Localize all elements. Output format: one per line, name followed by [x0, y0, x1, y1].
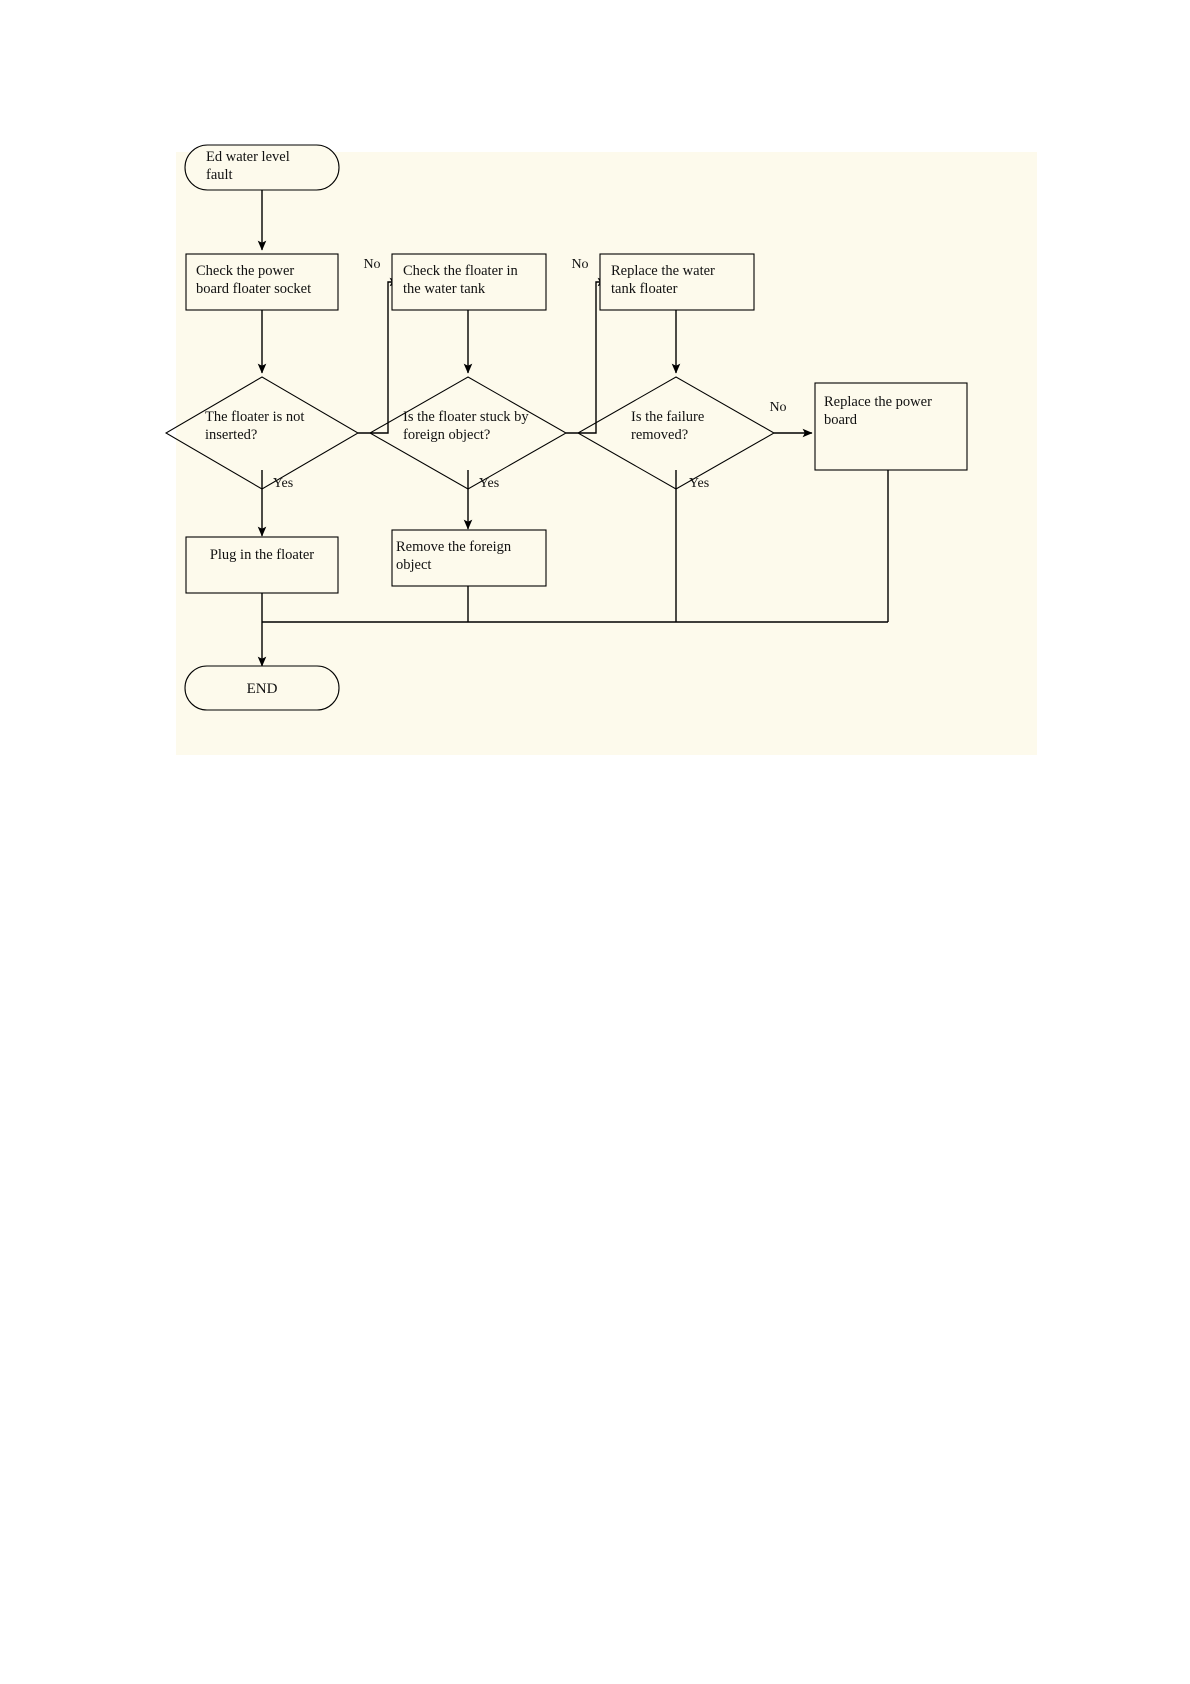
- check-socket-label-line1: Check the power: [196, 263, 294, 279]
- start-label-line1: Ed water level: [206, 149, 290, 165]
- end-terminator-shape: [184, 665, 340, 711]
- start-terminator-shape: [184, 144, 340, 191]
- edge-label-yes-3: Yes: [689, 476, 709, 491]
- decision-not-inserted-diamond: [164, 376, 360, 490]
- decision-not-inserted-label-line1: The floater is not: [205, 409, 304, 425]
- node-replace-floater[interactable]: Replace the water tank floater: [599, 253, 755, 311]
- node-remove-object[interactable]: Remove the foreign object: [391, 529, 547, 587]
- connectors-layer: [257, 190, 889, 667]
- check-socket-label-line2: board floater socket: [196, 281, 311, 297]
- node-check-socket[interactable]: Check the power board floater socket: [185, 253, 339, 311]
- edge-label-no-1: No: [363, 257, 380, 272]
- start-label-line2: fault: [206, 167, 233, 183]
- decision-failure-removed-label-line2: removed?: [631, 427, 688, 443]
- node-decision-stuck[interactable]: Is the floater stuck by foreign object?: [368, 376, 568, 490]
- plug-in-box: [185, 536, 339, 594]
- end-label: END: [247, 681, 278, 697]
- decision-not-inserted-label-line2: inserted?: [205, 427, 257, 443]
- replace-floater-label-line1: Replace the water: [611, 263, 715, 279]
- replace-floater-box: [599, 253, 755, 311]
- plug-in-label-line1: Plug in the floater: [210, 547, 314, 563]
- decision-stuck-label-line1: Is the floater stuck by: [403, 409, 529, 425]
- edge-labels-layer: No No No Yes Yes Yes: [273, 257, 787, 491]
- check-tank-box: [391, 253, 547, 311]
- edge-label-no-3: No: [769, 400, 786, 415]
- node-decision-not-inserted[interactable]: The floater is not inserted?: [164, 376, 360, 490]
- decision-stuck-label-line2: foreign object?: [403, 427, 490, 443]
- replace-board-label-line1: Replace the power: [824, 394, 932, 410]
- remove-object-label-line2: object: [396, 557, 431, 573]
- replace-floater-label-line2: tank floater: [611, 281, 678, 297]
- decision-failure-removed-label-line1: Is the failure: [631, 409, 704, 425]
- node-check-tank[interactable]: Check the floater in the water tank: [391, 253, 547, 311]
- replace-board-label-line2: board: [824, 412, 858, 428]
- check-tank-label-line1: Check the floater in: [403, 263, 518, 279]
- edge-label-yes-2: Yes: [479, 476, 499, 491]
- node-decision-failure-removed[interactable]: Is the failure removed?: [576, 376, 776, 490]
- decision-failure-removed-diamond: [576, 376, 776, 490]
- edge-label-yes-1: Yes: [273, 476, 293, 491]
- remove-object-label-line1: Remove the foreign: [396, 539, 512, 555]
- replace-board-box: [814, 382, 968, 471]
- decision-stuck-diamond: [368, 376, 568, 490]
- remove-object-box: [391, 529, 547, 587]
- check-socket-box: [185, 253, 339, 311]
- edge-label-no-2: No: [571, 257, 588, 272]
- node-plug-in[interactable]: Plug in the floater: [185, 536, 339, 594]
- node-end[interactable]: END: [184, 665, 340, 711]
- node-start[interactable]: Ed water level fault: [184, 144, 340, 191]
- node-replace-board[interactable]: Replace the power board: [814, 382, 968, 471]
- check-tank-label-line2: the water tank: [403, 281, 486, 297]
